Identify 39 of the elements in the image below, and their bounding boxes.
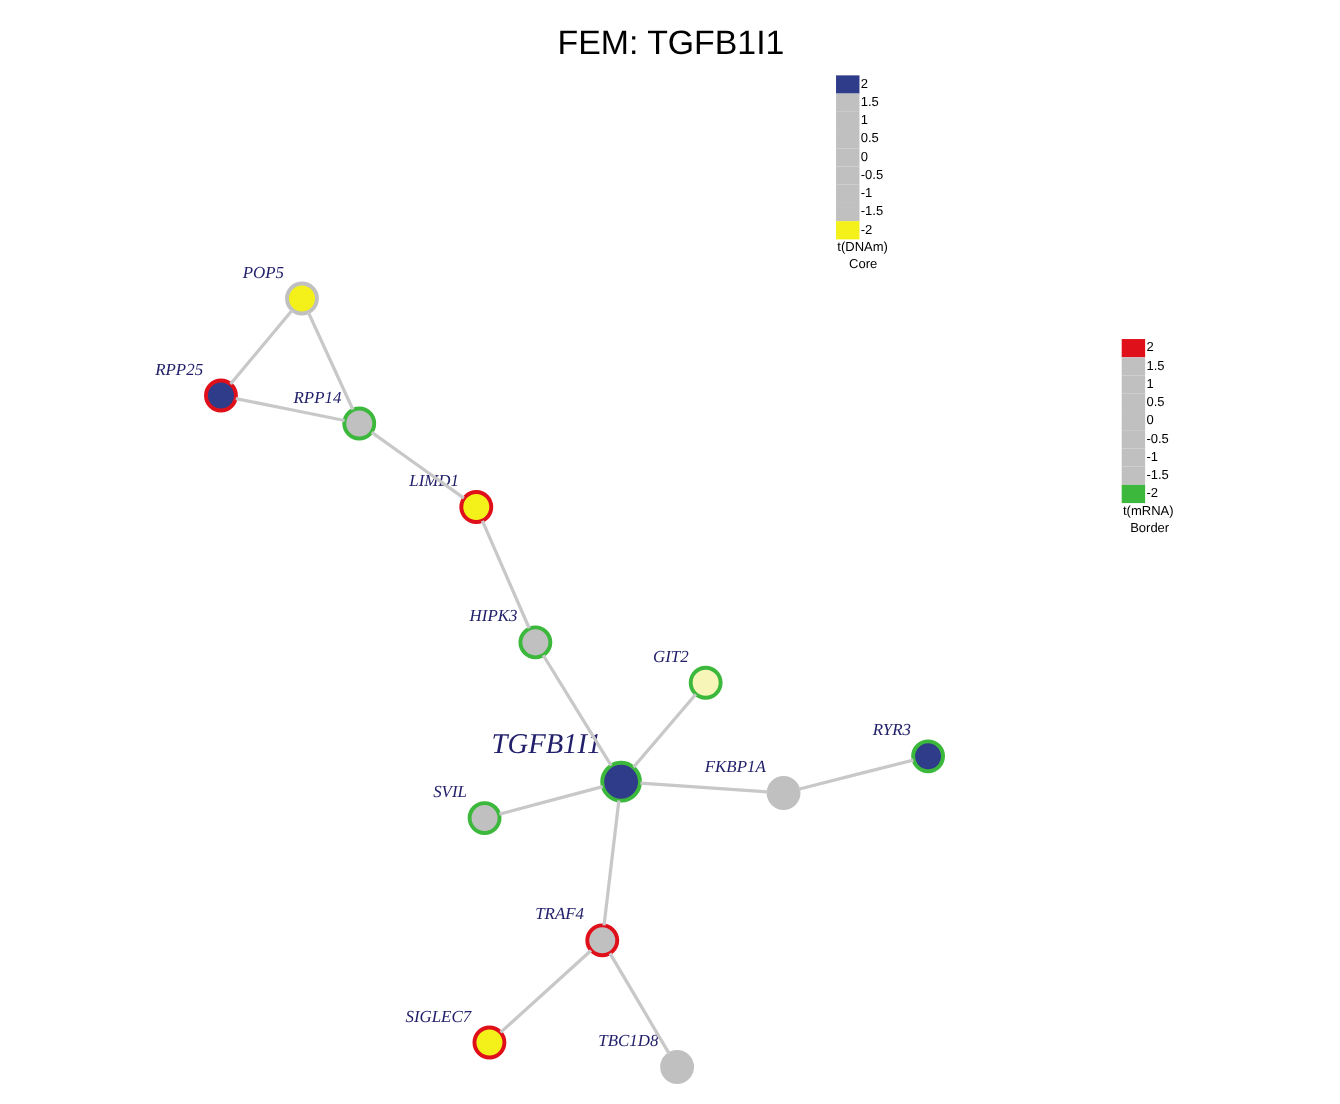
node-circle [466,801,501,835]
node-label: RPP14 [292,386,341,407]
node-circle [599,760,641,803]
diagram-title: FEM: TGFB1I1 [556,24,784,63]
node-circle [765,776,800,810]
node-label: RPP25 [154,358,203,379]
node-circle [341,406,376,441]
node-label: GIT2 [651,645,688,666]
node-label: RYR3 [871,719,910,740]
node-circle [458,490,493,524]
node-label: FKBP1A [703,756,765,777]
connector [607,952,670,1055]
node-label: SIGLEC7 [404,1005,471,1026]
connector [234,396,344,423]
node-label: TBC1D8 [597,1030,658,1051]
connector [497,785,603,816]
node-circle [284,281,318,316]
node-circle [659,1050,694,1084]
connector [631,693,697,769]
node-circle [584,923,619,958]
connector [479,520,530,629]
connector [498,949,592,1034]
node-circle [471,1025,506,1060]
connector [228,308,293,386]
node-circle [687,665,722,700]
connector [601,800,620,926]
node-label: TGFB1I1 [490,729,601,762]
node-label: TRAF4 [534,903,584,924]
connector [639,781,768,794]
node-label: HIPK3 [468,605,517,626]
connector [797,758,913,791]
node-circle [517,625,552,660]
connector [540,654,612,767]
connector [369,431,464,500]
node-circle [203,378,237,413]
node-label: SVIL [432,781,466,802]
connector [305,311,354,411]
node-label: POP5 [241,261,284,282]
node-circle [910,739,944,774]
